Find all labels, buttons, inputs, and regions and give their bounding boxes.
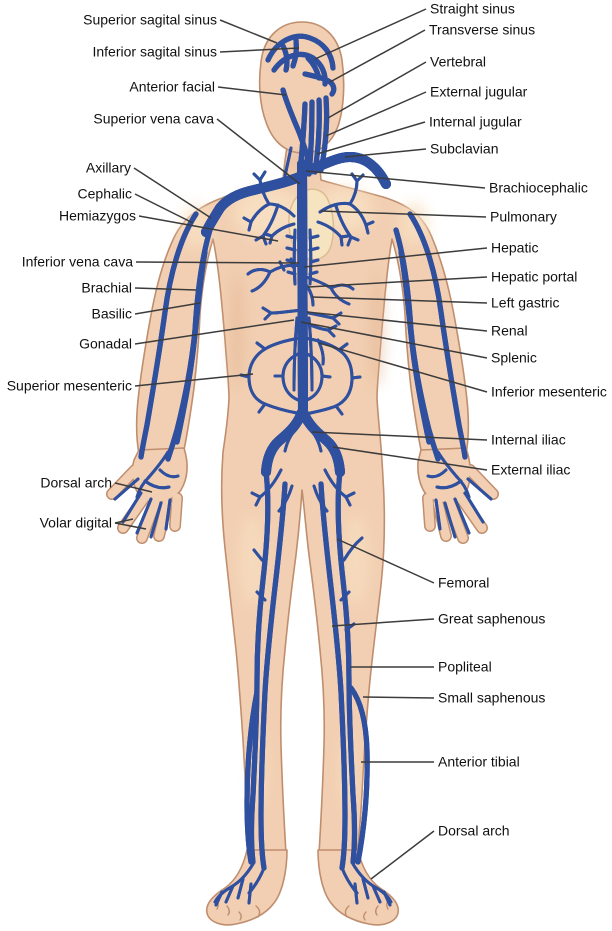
vein-label: Axillary <box>85 159 131 176</box>
vein-label: Internal iliac <box>491 431 566 448</box>
vein-label: Gonadal <box>79 335 132 352</box>
vein-label: Dorsal arch <box>40 474 112 491</box>
vein-label: Subclavian <box>430 140 499 157</box>
leader-line <box>114 518 134 524</box>
leader-line <box>217 86 287 96</box>
leader-line <box>325 91 427 137</box>
leader-line <box>134 373 254 387</box>
leader-line <box>134 319 295 345</box>
vein-label: Hepatic portal <box>491 268 578 285</box>
leader-line <box>306 311 488 332</box>
vein-label: Anterior facial <box>129 78 215 95</box>
leader-line <box>327 61 427 119</box>
leader-line <box>303 247 488 268</box>
vein-label: Straight sinus <box>430 0 515 17</box>
leader-line <box>311 296 488 304</box>
vein-label: Popliteal <box>438 658 492 675</box>
vein-label: Volar digital <box>39 514 112 531</box>
vein-label: Left gastric <box>491 294 560 311</box>
vein-label: Superior vena cava <box>93 110 214 127</box>
vein-label: Pulmonary <box>490 208 557 225</box>
vein-label: Great saphenous <box>438 610 546 627</box>
leader-line <box>134 302 201 315</box>
leader-line <box>305 170 486 189</box>
vein-label: Hemiazygos <box>58 207 136 224</box>
vein-label: Anterior tibial <box>438 753 520 770</box>
leader-line <box>134 193 194 224</box>
toe-marks <box>215 898 390 921</box>
leader-line <box>307 276 488 288</box>
leader-line <box>134 287 197 291</box>
leader-line <box>331 618 435 627</box>
leader-line <box>114 482 153 493</box>
vein-label: Cephalic <box>77 185 132 202</box>
vein-label: Brachial <box>81 279 132 296</box>
vein-label: Superior mesenteric <box>6 377 132 394</box>
leader-line <box>133 167 212 219</box>
leader-line <box>344 148 427 158</box>
vein-label: External jugular <box>430 83 528 100</box>
vein-label: Internal jugular <box>429 113 522 130</box>
leader-line <box>219 19 278 44</box>
vein-label: Inferior mesenteric <box>491 383 607 400</box>
vein-label: Vertebral <box>430 53 487 70</box>
vein-label: Renal <box>491 322 528 339</box>
left-hand <box>106 447 188 544</box>
leader-line <box>311 431 488 441</box>
vein-label: Hepatic <box>491 239 539 256</box>
vein-label: Transverse sinus <box>429 21 536 38</box>
leader-line <box>138 215 279 242</box>
vein-label: Splenic <box>491 349 537 366</box>
leader-line <box>336 538 435 584</box>
leader-line <box>314 8 427 60</box>
vein-label: External iliac <box>491 461 571 478</box>
vein-label: Inferior vena cava <box>21 253 133 270</box>
vein-label: Inferior sagital sinus <box>92 43 217 60</box>
leader-line <box>219 47 300 53</box>
leader-line <box>318 342 488 393</box>
leader-line <box>300 321 488 359</box>
leader-line <box>362 696 435 699</box>
leader-line <box>135 261 300 264</box>
vein-label: Small saphenous <box>438 689 546 706</box>
leader-line <box>370 830 435 880</box>
vein-label: Basilic <box>91 305 132 322</box>
vein-label: Dorsal arch <box>438 822 510 839</box>
leader-line <box>332 446 488 471</box>
leader-line <box>114 522 147 530</box>
leader-line <box>329 29 426 83</box>
vein-label: Femoral <box>438 574 490 591</box>
leader-line <box>216 118 301 185</box>
vein-label: Superior sagital sinus <box>83 11 217 28</box>
vein-label: Brachiocephalic <box>489 179 588 196</box>
leader-line <box>316 121 426 155</box>
leader-line <box>320 210 487 218</box>
